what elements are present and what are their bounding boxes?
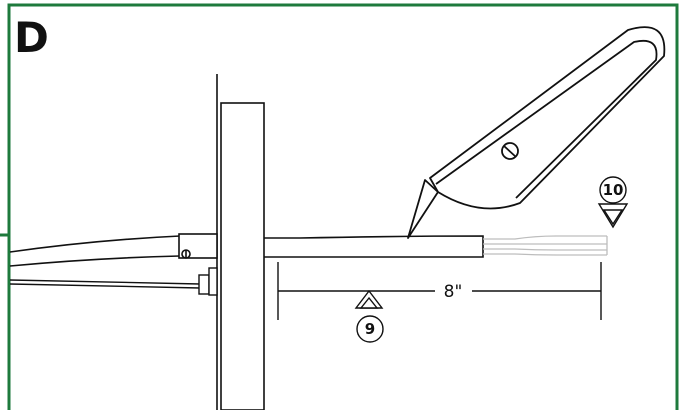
panel-letter: D [14,13,49,62]
wall-plate [216,74,265,410]
cable-clamp [178,233,218,259]
cable-left [9,235,181,267]
callout-9-arrow [354,289,384,343]
cable-through-wall [264,235,484,258]
callout-10-number: 10 [603,181,624,199]
utility-knife [407,26,666,239]
stripped-conductors [483,235,608,256]
ground-wire [9,267,218,296]
callout-10-arrow [597,176,629,229]
dimension-line [277,262,602,320]
dimension-label: 8" [444,282,463,302]
callout-9-number: 9 [365,320,375,338]
panel-border [7,3,679,410]
